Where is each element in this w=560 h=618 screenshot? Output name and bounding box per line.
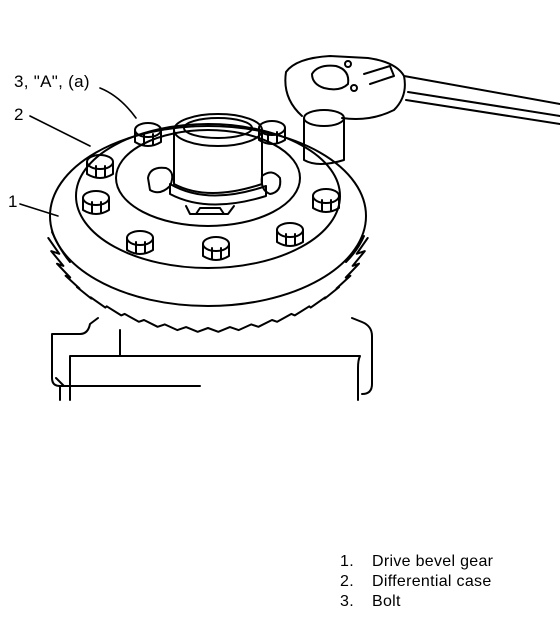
bolts xyxy=(82,120,340,261)
wrench-socket xyxy=(303,117,345,165)
legend-number: 2. xyxy=(340,573,354,590)
gear-teeth xyxy=(47,237,369,333)
socket-wrench xyxy=(284,55,560,165)
leader-lines xyxy=(19,87,137,217)
gear-face-outer xyxy=(49,125,367,307)
legend-number: 3. xyxy=(340,593,354,610)
legend-item: 3. Bolt xyxy=(340,592,493,612)
parts-legend: 1. Drive bevel gear 2. Differential case 3… xyxy=(340,552,493,612)
legend-label: Differential case xyxy=(372,573,492,590)
bolt-head xyxy=(312,188,340,213)
bolt-head xyxy=(82,190,110,215)
bolt-head xyxy=(126,230,154,255)
legend-number: 1. xyxy=(340,553,354,570)
callout-bolt: 3, "A", (a) xyxy=(14,72,90,91)
drive-bevel-gear xyxy=(47,125,369,333)
bolt-head xyxy=(258,120,286,145)
differential-case xyxy=(75,113,341,269)
bolt-head xyxy=(276,222,304,247)
bolt-head xyxy=(86,154,114,179)
bolt-head xyxy=(202,236,230,261)
callout-drive-bevel-gear: 1 xyxy=(8,192,18,211)
wrench-head xyxy=(284,55,406,120)
wrench-handle xyxy=(403,75,560,125)
legend-item: 2. Differential case xyxy=(340,572,493,592)
case-hub xyxy=(115,129,301,227)
legend-label: Bolt xyxy=(372,593,401,610)
bearing-boss xyxy=(173,129,263,194)
legend-label: Drive bevel gear xyxy=(372,553,494,570)
callout-differential-case: 2 xyxy=(14,105,24,124)
bolt-head xyxy=(134,122,162,147)
legend-item: 1. Drive bevel gear xyxy=(340,552,493,572)
vise-fixture xyxy=(51,317,373,401)
